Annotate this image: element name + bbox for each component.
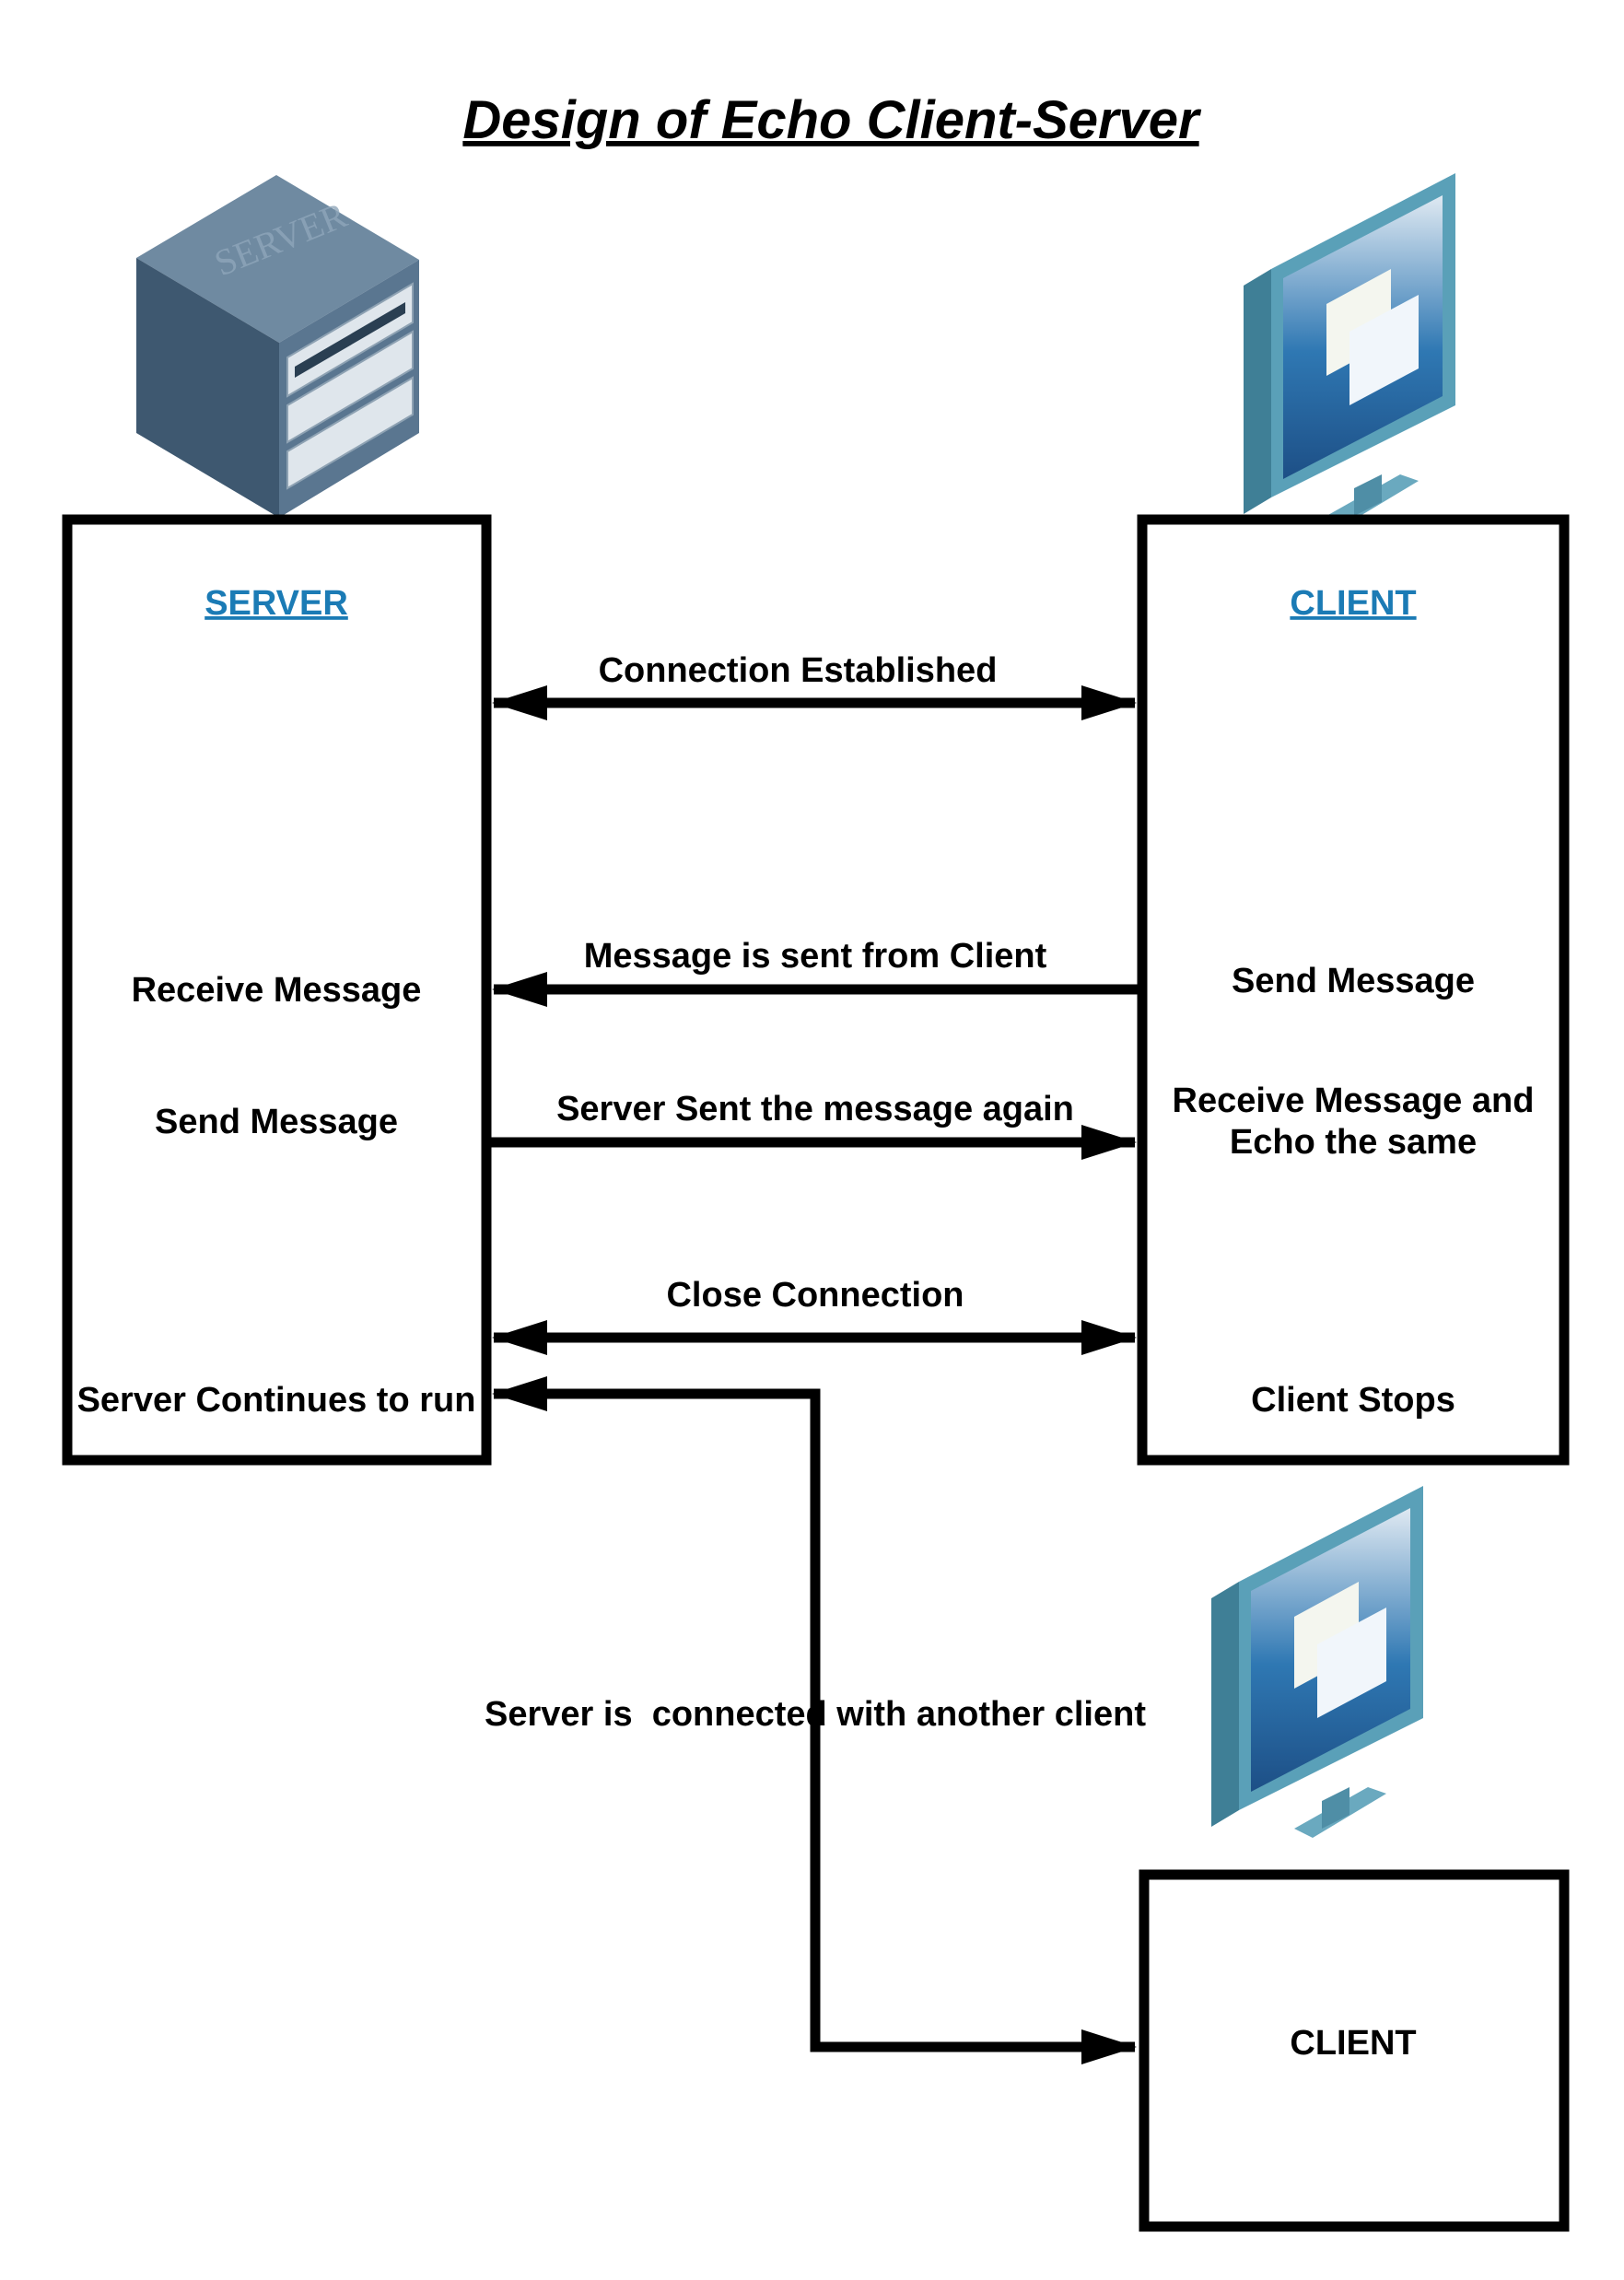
client2-label: CLIENT bbox=[1290, 2024, 1416, 2063]
page-title: Design of Echo Client-Server bbox=[462, 90, 1202, 150]
server-box bbox=[62, 514, 492, 1466]
connection-label: Connection Established bbox=[599, 651, 998, 690]
server-send-message: Send Message bbox=[155, 1103, 398, 1141]
server-heading: SERVER bbox=[204, 584, 348, 623]
server-receive-message: Receive Message bbox=[132, 971, 422, 1010]
server-sent-label: Server Sent the message again bbox=[556, 1090, 1074, 1128]
monitor-icon-2 bbox=[1211, 1486, 1423, 1838]
client-heading: CLIENT bbox=[1290, 584, 1416, 623]
message-sent-label: Message is sent from Client bbox=[584, 937, 1047, 976]
client-send-message: Send Message bbox=[1232, 962, 1475, 1000]
client2-box bbox=[1139, 1869, 1570, 2232]
close-label: Close Connection bbox=[666, 1276, 964, 1315]
another-client-label: Server is connected with another client bbox=[485, 1695, 1146, 1734]
client-receive-echo-line1: Receive Message and bbox=[1173, 1082, 1535, 1120]
server-continues: Server Continues to run bbox=[77, 1381, 476, 1420]
client-box bbox=[1137, 514, 1570, 1466]
server-icon: SERVER bbox=[136, 175, 419, 518]
client-receive-echo-line2: Echo the same bbox=[1230, 1123, 1477, 1162]
client-stops: Client Stops bbox=[1251, 1381, 1455, 1420]
monitor-icon bbox=[1244, 173, 1455, 525]
another-client-arrow bbox=[492, 1376, 1137, 2064]
